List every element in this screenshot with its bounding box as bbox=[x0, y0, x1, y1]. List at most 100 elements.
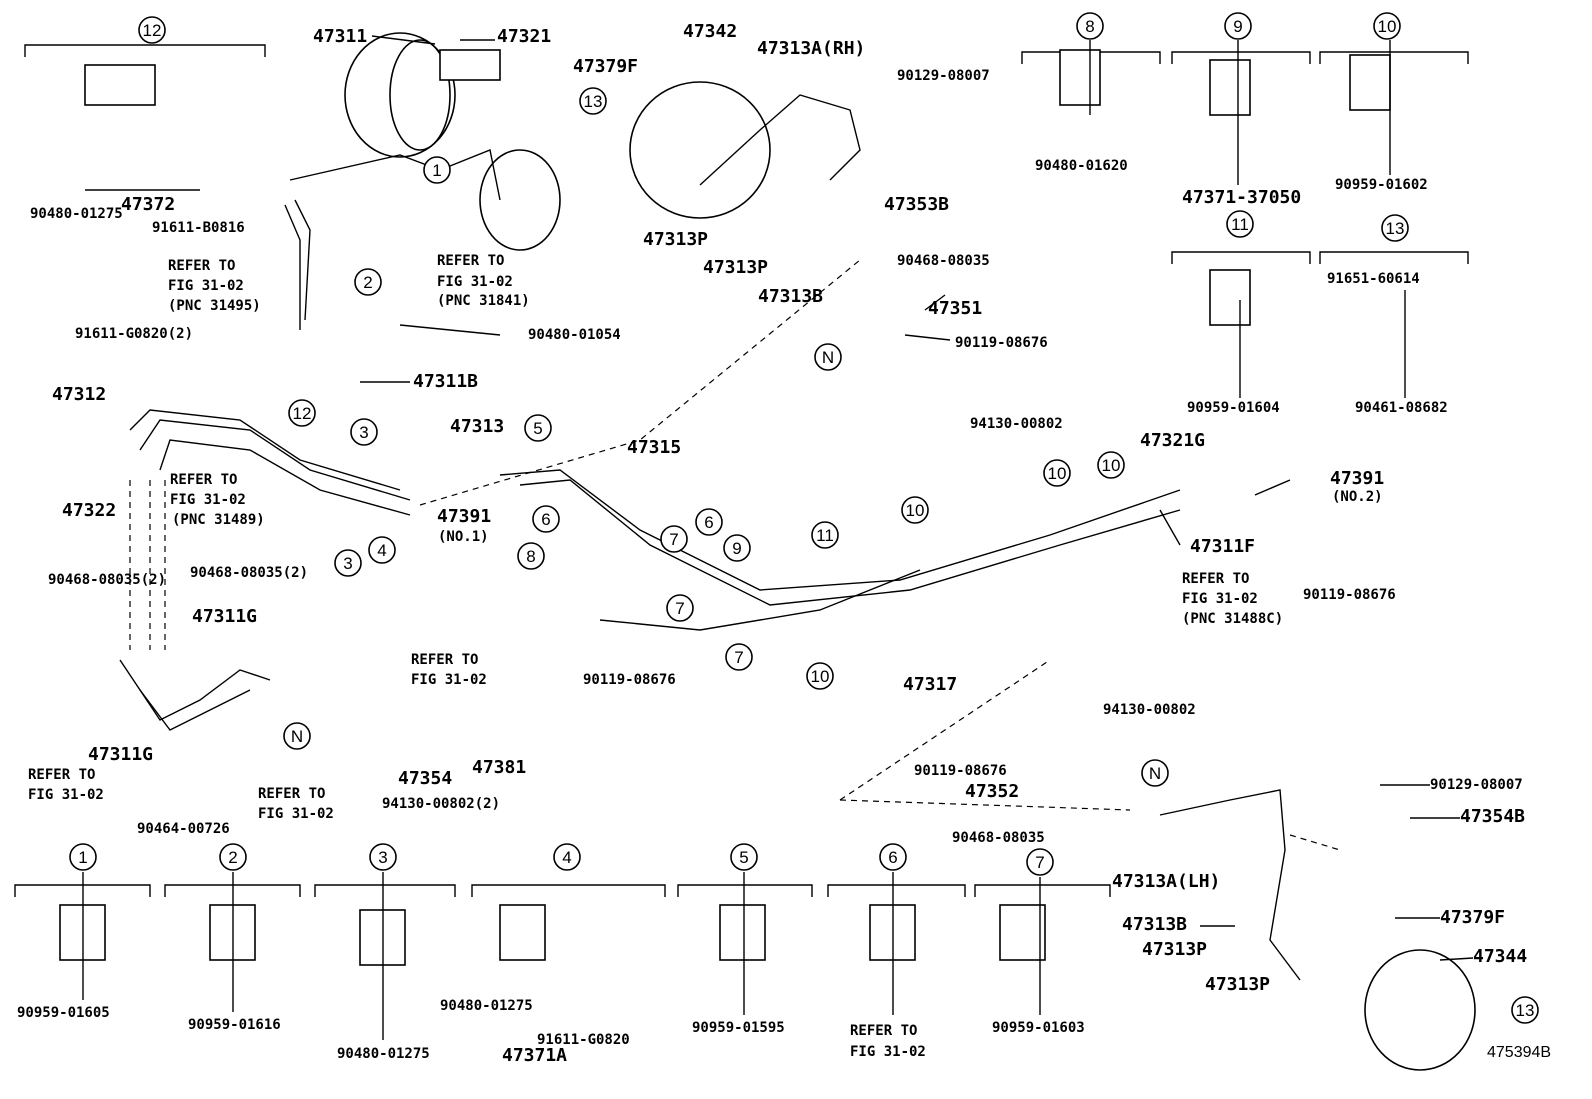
part-label[interactable]: 90480-01275 bbox=[337, 1046, 430, 1062]
part-label[interactable]: (NO.1) bbox=[438, 529, 489, 545]
part-label[interactable]: REFER TO bbox=[850, 1023, 917, 1039]
part-label[interactable]: 90119-08676 bbox=[1303, 587, 1396, 603]
callout-2[interactable]: 2 bbox=[219, 843, 247, 871]
part-label[interactable]: 47372 bbox=[121, 194, 175, 215]
part-label[interactable]: (PNC 31495) bbox=[168, 298, 261, 314]
part-label[interactable]: 90468-08035(2) bbox=[190, 565, 308, 581]
callout-10[interactable]: 10 bbox=[1097, 451, 1125, 479]
part-label[interactable]: 47312 bbox=[52, 384, 106, 405]
part-label[interactable]: 47313B bbox=[1122, 914, 1187, 935]
callout-N[interactable]: N bbox=[283, 722, 311, 750]
callout-9[interactable]: 9 bbox=[1224, 12, 1252, 40]
part-label[interactable]: 47344 bbox=[1473, 946, 1527, 967]
part-label[interactable]: FIG 31-02 bbox=[170, 492, 246, 508]
part-label[interactable]: 90129-08007 bbox=[897, 68, 990, 84]
part-label[interactable]: 47354 bbox=[398, 768, 452, 789]
part-label[interactable]: 47321 bbox=[497, 26, 551, 47]
callout-N[interactable]: N bbox=[814, 343, 842, 371]
part-label[interactable]: FIG 31-02 bbox=[258, 806, 334, 822]
part-label[interactable]: REFER TO bbox=[28, 767, 95, 783]
part-label[interactable]: 47315 bbox=[627, 437, 681, 458]
callout-7[interactable]: 7 bbox=[660, 525, 688, 553]
part-label[interactable]: 90959-01604 bbox=[1187, 400, 1280, 416]
part-label[interactable]: 47313A(RH) bbox=[757, 38, 865, 59]
callout-9[interactable]: 9 bbox=[723, 534, 751, 562]
callout-12[interactable]: 12 bbox=[288, 399, 316, 427]
part-label[interactable]: 47371-37050 bbox=[1182, 187, 1301, 208]
part-label[interactable]: FIG 31-02 bbox=[1182, 591, 1258, 607]
part-label[interactable]: 90464-00726 bbox=[137, 821, 230, 837]
part-label[interactable]: 47311G bbox=[88, 744, 153, 765]
part-label[interactable]: 47381 bbox=[472, 757, 526, 778]
part-label[interactable]: 47313P bbox=[643, 229, 708, 250]
part-label[interactable]: 90461-08682 bbox=[1355, 400, 1448, 416]
part-label[interactable]: 90480-01620 bbox=[1035, 158, 1128, 174]
callout-13[interactable]: 13 bbox=[1511, 996, 1539, 1024]
callout-2[interactable]: 2 bbox=[354, 268, 382, 296]
callout-5[interactable]: 5 bbox=[524, 414, 552, 442]
part-label[interactable]: 47354B bbox=[1460, 806, 1525, 827]
callout-10[interactable]: 10 bbox=[901, 496, 929, 524]
part-label[interactable]: 90468-08035 bbox=[952, 830, 1045, 846]
callout-10[interactable]: 10 bbox=[806, 662, 834, 690]
part-label[interactable]: 91611-G0820 bbox=[537, 1032, 630, 1048]
callout-8[interactable]: 8 bbox=[517, 542, 545, 570]
part-label[interactable]: 47313P bbox=[1142, 939, 1207, 960]
part-label[interactable]: 47391 bbox=[1330, 468, 1384, 489]
part-label[interactable]: 90959-01602 bbox=[1335, 177, 1428, 193]
part-label[interactable]: 90480-01275 bbox=[30, 206, 123, 222]
callout-11[interactable]: 11 bbox=[1226, 210, 1254, 238]
part-label[interactable]: 90959-01616 bbox=[188, 1017, 281, 1033]
part-label[interactable]: FIG 31-02 bbox=[168, 278, 244, 294]
part-label[interactable]: REFER TO bbox=[1182, 571, 1249, 587]
part-label[interactable]: 47352 bbox=[965, 781, 1019, 802]
callout-1[interactable]: 1 bbox=[69, 843, 97, 871]
callout-6[interactable]: 6 bbox=[879, 843, 907, 871]
part-label[interactable]: 90119-08676 bbox=[914, 763, 1007, 779]
part-label[interactable]: 47311G bbox=[192, 606, 257, 627]
part-label[interactable]: FIG 31-02 bbox=[28, 787, 104, 803]
part-label[interactable]: 47379F bbox=[1440, 907, 1505, 928]
part-label[interactable]: 91611-B0816 bbox=[152, 220, 245, 236]
part-label[interactable]: 94130-00802 bbox=[970, 416, 1063, 432]
part-label[interactable]: 47313P bbox=[1205, 974, 1270, 995]
part-label[interactable]: 94130-00802 bbox=[1103, 702, 1196, 718]
part-label[interactable]: 47342 bbox=[683, 21, 737, 42]
part-label[interactable]: 90468-08035(2) bbox=[48, 572, 166, 588]
part-label[interactable]: 90119-08676 bbox=[955, 335, 1048, 351]
part-label[interactable]: 47313B bbox=[758, 286, 823, 307]
callout-6[interactable]: 6 bbox=[532, 505, 560, 533]
part-label[interactable]: 47321G bbox=[1140, 430, 1205, 451]
part-label[interactable]: (PNC 31489) bbox=[172, 512, 265, 528]
part-label[interactable]: 47351 bbox=[928, 298, 982, 319]
part-label[interactable]: 47313 bbox=[450, 416, 504, 437]
callout-4[interactable]: 4 bbox=[553, 843, 581, 871]
callout-6[interactable]: 6 bbox=[695, 508, 723, 536]
part-label[interactable]: 47311 bbox=[313, 26, 367, 47]
part-label[interactable]: FIG 31-02 bbox=[411, 672, 487, 688]
part-label[interactable]: 90119-08676 bbox=[583, 672, 676, 688]
callout-10[interactable]: 10 bbox=[1373, 12, 1401, 40]
callout-7[interactable]: 7 bbox=[1026, 848, 1054, 876]
callout-3[interactable]: 3 bbox=[369, 843, 397, 871]
callout-8[interactable]: 8 bbox=[1076, 12, 1104, 40]
callout-12[interactable]: 12 bbox=[138, 16, 166, 44]
callout-3[interactable]: 3 bbox=[350, 418, 378, 446]
part-label[interactable]: FIG 31-02 bbox=[437, 274, 513, 290]
part-label[interactable]: 91611-G0820(2) bbox=[75, 326, 193, 342]
part-label[interactable]: 90468-08035 bbox=[897, 253, 990, 269]
callout-5[interactable]: 5 bbox=[730, 843, 758, 871]
callout-7[interactable]: 7 bbox=[666, 594, 694, 622]
part-label[interactable]: 91651-60614 bbox=[1327, 271, 1420, 287]
callout-11[interactable]: 11 bbox=[811, 521, 839, 549]
part-label[interactable]: REFER TO bbox=[168, 258, 235, 274]
callout-13[interactable]: 13 bbox=[1381, 214, 1409, 242]
part-label[interactable]: 47353B bbox=[884, 194, 949, 215]
callout-4[interactable]: 4 bbox=[368, 536, 396, 564]
callout-1[interactable]: 1 bbox=[423, 156, 451, 184]
part-label[interactable]: 90959-01605 bbox=[17, 1005, 110, 1021]
callout-7[interactable]: 7 bbox=[725, 643, 753, 671]
part-label[interactable]: 47322 bbox=[62, 500, 116, 521]
part-label[interactable]: REFER TO bbox=[437, 253, 504, 269]
part-label[interactable]: REFER TO bbox=[411, 652, 478, 668]
